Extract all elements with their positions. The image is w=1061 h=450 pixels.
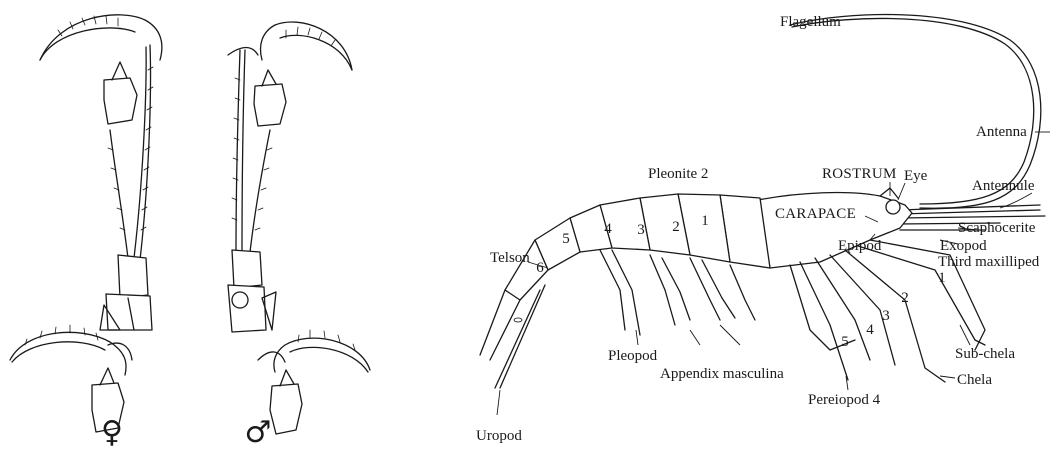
female-pleopod-upper [40,15,162,330]
eye-shape [886,200,900,214]
pereiopod-numbers: 1 2 3 4 5 [841,270,946,350]
label-appendix-masculina: Appendix masculina [660,366,784,382]
label-chela: Chela [957,372,992,388]
label-flagellum: Flagellum [780,14,841,30]
label-pleopod: Pleopod [608,348,658,364]
shrimp-body [480,15,1045,388]
female-symbol: ♀ [101,415,123,450]
male-pleopod-upper [228,22,352,332]
pleonite-number: 1 [701,213,709,229]
label-carapace: CARAPACE [775,206,856,222]
label-pleonite-2: Pleonite 2 [648,166,708,182]
pleonite-number: 5 [562,231,570,247]
pleonite-number: 4 [604,221,612,237]
label-pereiopod-4: Pereiopod 4 [808,392,881,408]
label-eye: Eye [904,168,928,184]
label-exopod: Exopod [940,238,987,254]
pleonite-number: 3 [637,222,645,238]
label-epipod: Epipod [838,238,882,254]
pereiopod-number: 1 [938,270,946,286]
label-rostrum: ROSTRUM [822,166,897,182]
pereiopod-number: 4 [866,322,874,338]
male-pleopod-lower [258,330,370,434]
label-uropod: Uropod [476,428,522,444]
label-antennule: Antennule [972,178,1035,194]
label-third-maxilliped: Third maxilliped [938,254,1040,270]
pleonite-number: 2 [672,219,680,235]
pereiopod-number: 5 [841,334,849,350]
pereiopod-number: 2 [901,290,909,306]
pleonite-number: 6 [536,260,544,276]
label-scaphocerite: Scaphocerite [958,220,1036,236]
pereiopod-number: 3 [882,308,890,324]
label-telson: Telson [490,250,530,266]
male-symbol: ♂ [245,415,272,450]
label-sub-chela: Sub-chela [955,346,1015,362]
left-appendage-figures: ♀ ♂ [10,15,370,450]
label-antenna: Antenna [976,124,1027,140]
